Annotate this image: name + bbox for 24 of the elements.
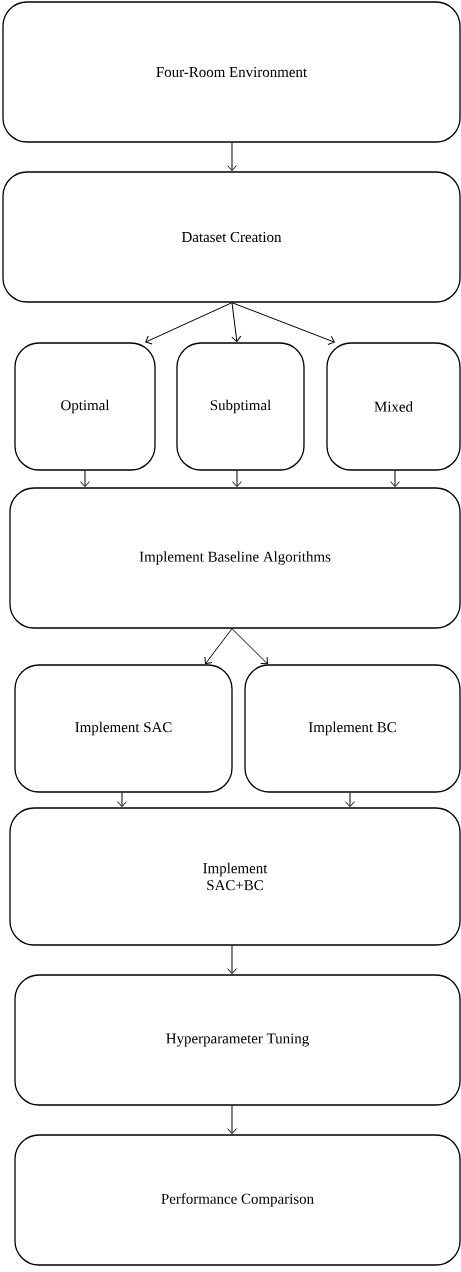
process-box: Implement Baseline Algorithms	[9, 487, 461, 629]
process-box: Dataset Creation	[2, 171, 461, 303]
arrow	[227, 142, 237, 172]
arrow	[227, 945, 237, 975]
process-box: Implement BC	[244, 664, 461, 793]
process-box: Subptimal	[176, 342, 305, 471]
arrow	[204, 628, 233, 665]
arrow	[231, 628, 268, 665]
arrow	[145, 302, 233, 345]
process-box: Mixed	[326, 342, 461, 471]
process-box: Four-Room Environment	[2, 1, 461, 143]
process-box: Implement SAC	[14, 664, 233, 793]
process-box: Hyperparameter Tuning	[14, 974, 461, 1106]
arrow	[345, 792, 355, 808]
arrow	[390, 470, 400, 488]
arrow	[80, 470, 90, 488]
arrow	[227, 1105, 237, 1135]
process-box: Optimal	[14, 342, 156, 471]
arrow	[232, 470, 242, 488]
arrow	[231, 302, 242, 343]
arrow	[117, 792, 127, 808]
process-box: Implement SAC+BC	[9, 807, 461, 946]
arrow	[231, 302, 335, 345]
process-box: Performance Comparison	[14, 1134, 461, 1266]
